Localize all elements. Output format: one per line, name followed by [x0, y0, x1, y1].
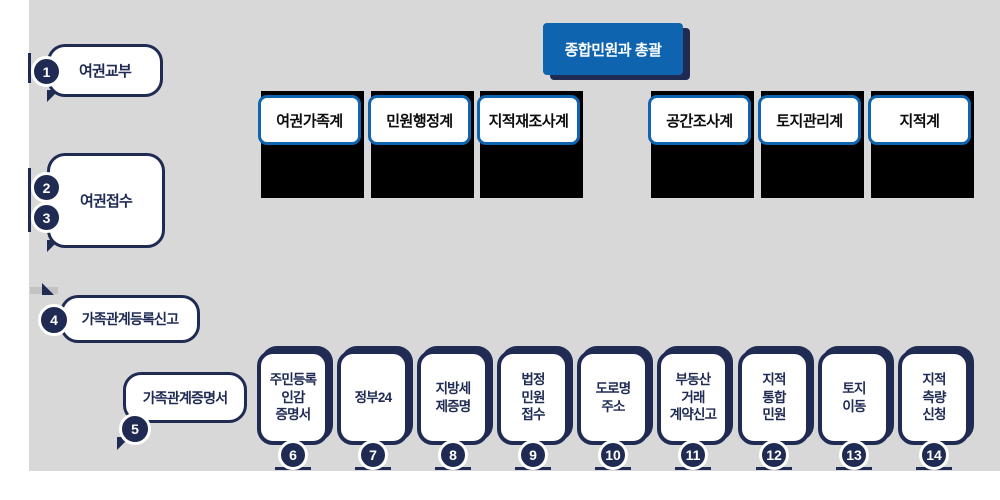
window-number-badge: 6 [278, 440, 308, 470]
window-number-badge: 7 [358, 440, 388, 470]
bubble-tail [42, 283, 54, 295]
department-box: 공간조사계 [648, 95, 751, 145]
window-box: 주민등록 인감 증명서 [257, 350, 329, 445]
window-number-badge: 14 [919, 440, 949, 470]
station-number-badge: 2 [31, 172, 62, 203]
window-number-badge: 13 [839, 440, 869, 470]
department-box: 토지관리계 [758, 95, 861, 145]
window-number-badge: 12 [759, 440, 789, 470]
window-number-badge: 8 [438, 440, 468, 470]
window-box: 부동산 거래 계약신고 [657, 350, 729, 445]
rail-mark [28, 168, 31, 232]
department-box: 지적계 [868, 95, 971, 145]
station-number-badge: 4 [38, 304, 70, 336]
supervisor-badge: 종합민원과 총괄 [543, 23, 683, 75]
window-number-badge: 9 [518, 440, 548, 470]
window-box: 지적 통합 민원 [738, 350, 810, 445]
rail-mark [28, 53, 31, 83]
department-box: 여권가족계 [258, 95, 361, 145]
station-bubble: 여권접수 [47, 153, 165, 248]
window-box: 지적 측량 신청 [898, 350, 970, 445]
window-box: 정부24 [337, 350, 409, 445]
window-box: 도로명 주소 [577, 350, 649, 445]
department-box: 지적재조사계 [477, 95, 580, 145]
window-box: 토지 이동 [818, 350, 890, 445]
station-number-badge: 3 [31, 202, 62, 233]
window-number-badge: 11 [678, 440, 708, 470]
window-box: 지방세 제증명 [417, 350, 489, 445]
window-number-badge: 10 [598, 440, 628, 470]
station-number-badge: 5 [119, 413, 151, 445]
station-bubble: 가족관계증명서 [123, 372, 247, 423]
station-number-badge: 1 [31, 56, 62, 87]
window-box: 법정 민원 접수 [497, 350, 569, 445]
department-box: 민원행정계 [368, 95, 471, 145]
station-bubble: 가족관계등록신고 [60, 295, 200, 343]
station-bubble: 여권교부 [47, 44, 163, 97]
